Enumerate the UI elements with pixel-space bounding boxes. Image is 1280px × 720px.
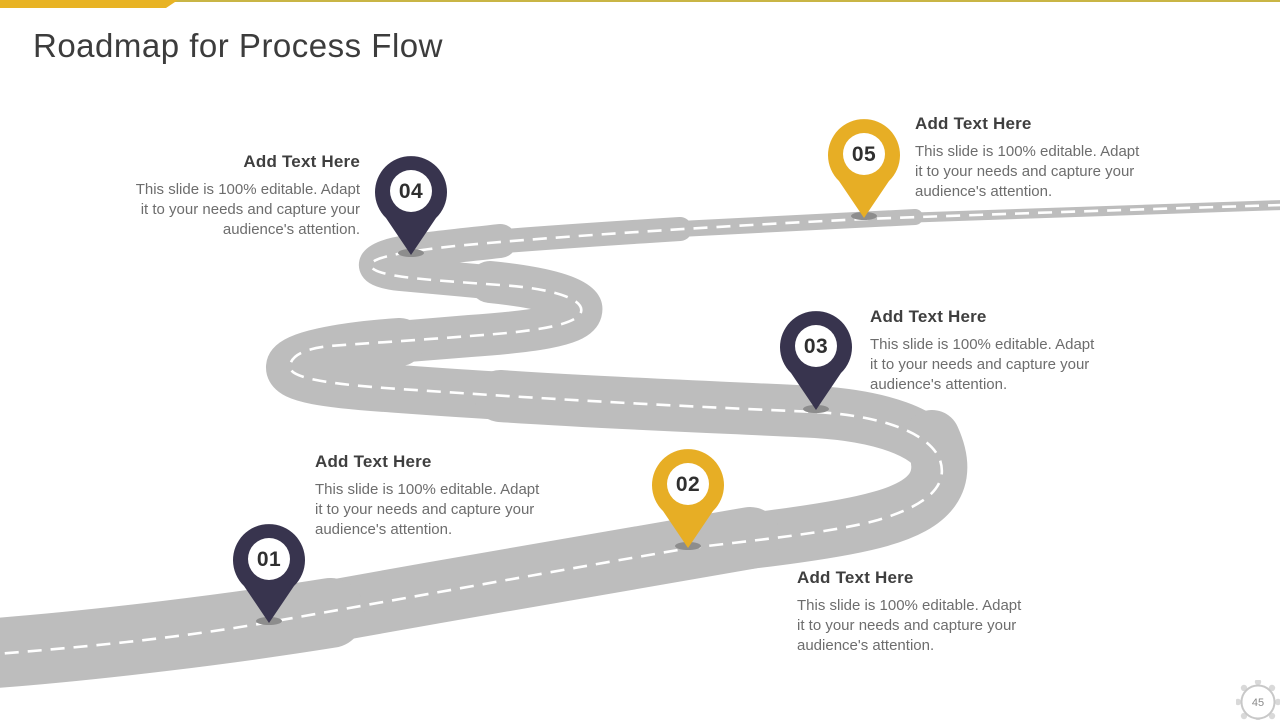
milestone-heading: Add Text Here bbox=[315, 452, 432, 471]
body-line: This slide is 100% editable. Adapt bbox=[915, 143, 1140, 160]
body-line: This slide is 100% editable. Adapt bbox=[315, 481, 540, 498]
body-line: it to your needs and capture your bbox=[140, 201, 360, 218]
milestone-heading: Add Text Here bbox=[243, 152, 360, 171]
body-line: it to your needs and capture your bbox=[915, 163, 1135, 180]
pin-number: 04 bbox=[399, 180, 423, 203]
milestone-text-02: Add Text Here This slide is 100% editabl… bbox=[797, 568, 1047, 656]
milestone-pin-03: 03 bbox=[776, 307, 856, 411]
milestone-heading: Add Text Here bbox=[797, 568, 914, 587]
body-line: audience's attention. bbox=[797, 637, 935, 654]
pin-inner-circle bbox=[667, 463, 709, 505]
milestone-pin-05: 05 bbox=[824, 115, 904, 219]
pin-number: 01 bbox=[257, 548, 281, 571]
milestone-text-01: Add Text Here This slide is 100% editabl… bbox=[315, 452, 565, 540]
body-line: it to your needs and capture your bbox=[870, 356, 1090, 373]
body-line: audience's attention. bbox=[315, 521, 453, 538]
body-line: This slide is 100% editable. Adapt bbox=[797, 597, 1022, 614]
milestone-heading: Add Text Here bbox=[870, 307, 987, 326]
slide-number: 45 bbox=[1252, 697, 1264, 709]
pin-number: 05 bbox=[852, 143, 876, 166]
milestone-body: This slide is 100% editable. Adapt it to… bbox=[797, 596, 1047, 656]
body-line: audience's attention. bbox=[222, 221, 360, 238]
road-surface bbox=[0, 200, 1280, 688]
milestone-body: This slide is 100% editable. Adapt it to… bbox=[105, 180, 360, 240]
pin-inner-circle bbox=[843, 133, 885, 175]
body-line: This slide is 100% editable. Adapt bbox=[870, 336, 1095, 353]
milestone-pin-02: 02 bbox=[648, 445, 728, 549]
slide-number-badge: 45 bbox=[1236, 680, 1280, 720]
page-title: Roadmap for Process Flow bbox=[33, 27, 443, 64]
pin-number: 03 bbox=[804, 335, 828, 358]
milestone-body: This slide is 100% editable. Adapt it to… bbox=[870, 335, 1120, 395]
pin-inner-circle bbox=[248, 538, 290, 580]
body-line: it to your needs and capture your bbox=[315, 501, 535, 518]
pin-inner-circle bbox=[390, 170, 432, 212]
pin-number: 02 bbox=[676, 473, 700, 496]
gear-icon bbox=[1236, 680, 1280, 720]
milestone-text-05: Add Text Here This slide is 100% editabl… bbox=[915, 114, 1170, 202]
milestone-pin-01: 01 bbox=[229, 520, 309, 624]
top-accent-bar bbox=[0, 0, 178, 8]
pin-inner-circle bbox=[795, 325, 837, 367]
body-line: audience's attention. bbox=[870, 376, 1008, 393]
milestone-pin-04: 04 bbox=[371, 152, 451, 256]
milestone-heading: Add Text Here bbox=[915, 114, 1032, 133]
body-line: it to your needs and capture your bbox=[797, 617, 1017, 634]
milestone-text-04: Add Text Here This slide is 100% editabl… bbox=[105, 152, 360, 240]
milestone-body: This slide is 100% editable. Adapt it to… bbox=[315, 480, 565, 540]
top-accent-line bbox=[0, 0, 1280, 2]
milestone-body: This slide is 100% editable. Adapt it to… bbox=[915, 142, 1170, 202]
milestone-text-03: Add Text Here This slide is 100% editabl… bbox=[870, 307, 1120, 395]
body-line: This slide is 100% editable. Adapt bbox=[135, 181, 360, 198]
body-line: audience's attention. bbox=[915, 183, 1053, 200]
